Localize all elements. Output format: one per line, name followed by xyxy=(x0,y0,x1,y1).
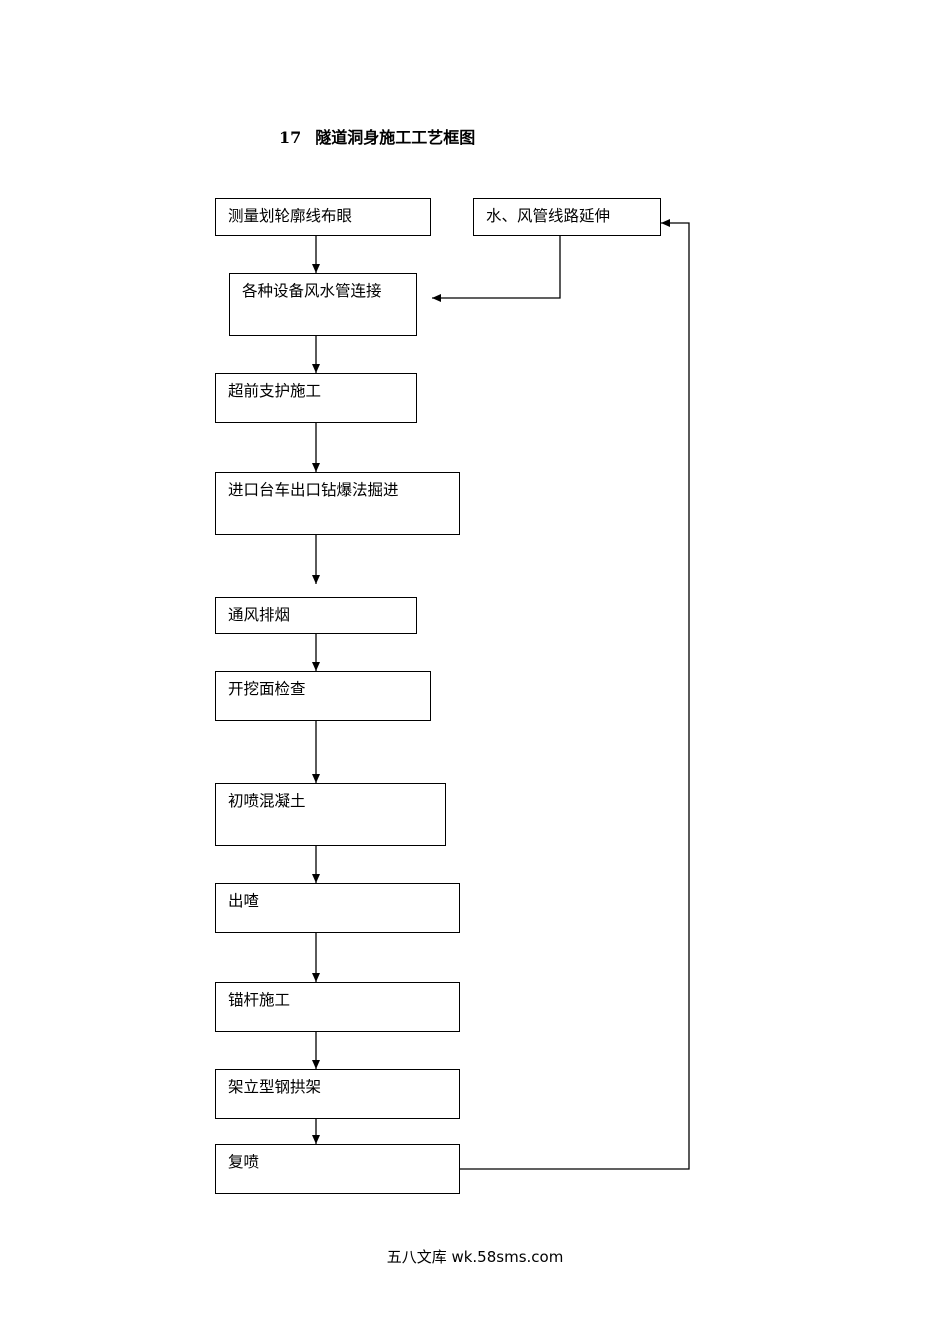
step-label: 复喷 xyxy=(228,1153,260,1171)
step-label: 各种设备风水管连接 xyxy=(242,282,382,300)
step-box-mucking: 出喳 xyxy=(215,883,460,933)
step-label: 开挖面检查 xyxy=(228,680,306,698)
step-label: 架立型钢拱架 xyxy=(228,1078,322,1096)
footer-watermark: 五八文库 wk.58sms.com xyxy=(386,1248,564,1266)
step-label: 进口台车出口钻爆法掘进 xyxy=(228,481,399,499)
step-label: 初喷混凝土 xyxy=(228,792,306,810)
step-box-reshotcrete: 复喷 xyxy=(215,1144,460,1194)
step-box-initial-shotcrete: 初喷混凝土 xyxy=(215,783,446,846)
side-step-label: 水、风管线路延伸 xyxy=(486,207,611,225)
step-box-ventilation: 通风排烟 xyxy=(215,597,417,634)
step-label: 通风排烟 xyxy=(228,606,291,624)
step-box-advance-support: 超前支护施工 xyxy=(215,373,417,423)
title-text: 隧道洞身施工工艺框图 xyxy=(315,128,476,147)
step-box-excavation: 进口台车出口钻爆法掘进 xyxy=(215,472,460,535)
step-box-anchor: 锚杆施工 xyxy=(215,982,460,1032)
step-box-face-check: 开挖面检查 xyxy=(215,671,431,721)
step-label: 测量划轮廓线布眼 xyxy=(228,207,353,225)
step-label: 出喳 xyxy=(228,892,260,910)
side-arrow xyxy=(432,236,561,302)
loop-arrow xyxy=(460,219,690,1170)
title-number: 17 xyxy=(279,128,302,147)
step-label: 超前支护施工 xyxy=(228,382,322,400)
page-title: 17 隧道洞身施工工艺框图 xyxy=(279,124,475,148)
step-label: 锚杆施工 xyxy=(228,991,291,1009)
step-box-steel-arch: 架立型钢拱架 xyxy=(215,1069,460,1119)
step-box-equipment: 各种设备风水管连接 xyxy=(229,273,417,336)
side-step-box: 水、风管线路延伸 xyxy=(473,198,661,236)
step-box-measure: 测量划轮廓线布眼 xyxy=(215,198,431,236)
